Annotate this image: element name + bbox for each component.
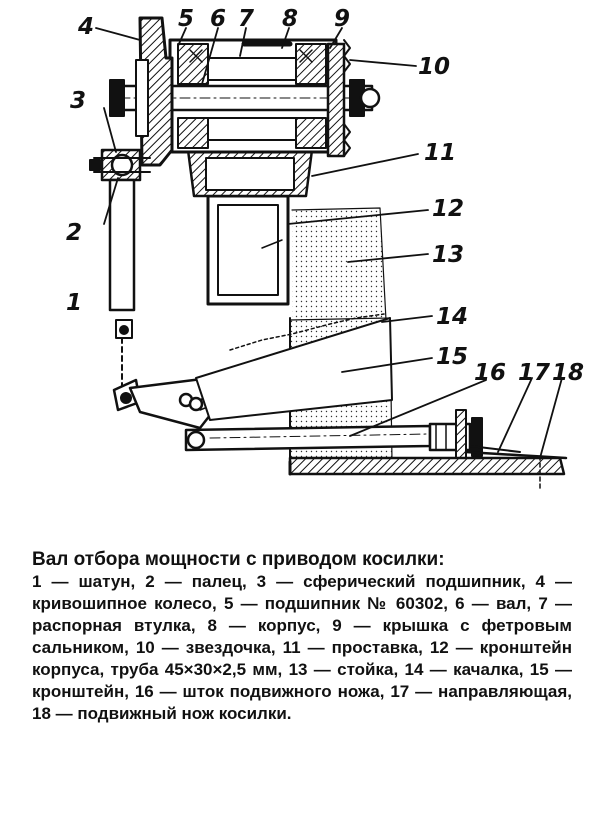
callout-15: 15 xyxy=(436,344,468,370)
callout-9: 9 xyxy=(334,6,350,32)
bracket xyxy=(188,317,393,421)
callout-5: 5 xyxy=(178,6,194,32)
callout-4: 4 xyxy=(77,14,94,40)
caption-title: Вал отбора мощности с приводом косилки: xyxy=(32,549,445,570)
callout-6: 6 xyxy=(210,6,226,32)
crank-wheel xyxy=(135,16,174,167)
callout-13: 13 xyxy=(432,242,464,268)
callout-numbers: 1 2 3 4 5 6 7 8 9 10 11 12 13 14 15 16 1… xyxy=(66,6,584,386)
leader-lines xyxy=(95,27,563,459)
figure-caption: Вал отбора мощности с приводом косилки: … xyxy=(32,548,572,725)
callout-18: 18 xyxy=(552,360,584,386)
callout-17: 17 xyxy=(518,360,550,386)
cover-and-sprocket xyxy=(326,39,351,158)
callout-16: 16 xyxy=(474,360,506,386)
callout-8: 8 xyxy=(282,6,298,32)
callout-7: 7 xyxy=(238,6,254,32)
callout-11: 11 xyxy=(424,140,456,166)
knife-rod xyxy=(184,409,483,465)
guide-and-knife xyxy=(288,445,568,491)
callout-14: 14 xyxy=(436,304,468,330)
callout-10: 10 xyxy=(418,54,450,80)
caption-legend: 1 — шатун, 2 — палец, 3 — сферический по… xyxy=(32,572,572,723)
housing-bracket-tube xyxy=(206,194,290,306)
connecting-rod xyxy=(108,178,142,412)
spacer xyxy=(186,148,314,198)
spherical-bearing-and-pin xyxy=(89,148,151,182)
mower-drive-diagram: 1 2 3 4 5 6 7 8 9 10 11 12 13 14 15 16 1… xyxy=(66,6,584,491)
callout-1: 1 xyxy=(66,290,82,316)
callout-2: 2 xyxy=(66,220,82,246)
callout-3: 3 xyxy=(70,88,86,114)
callout-12: 12 xyxy=(432,196,464,222)
